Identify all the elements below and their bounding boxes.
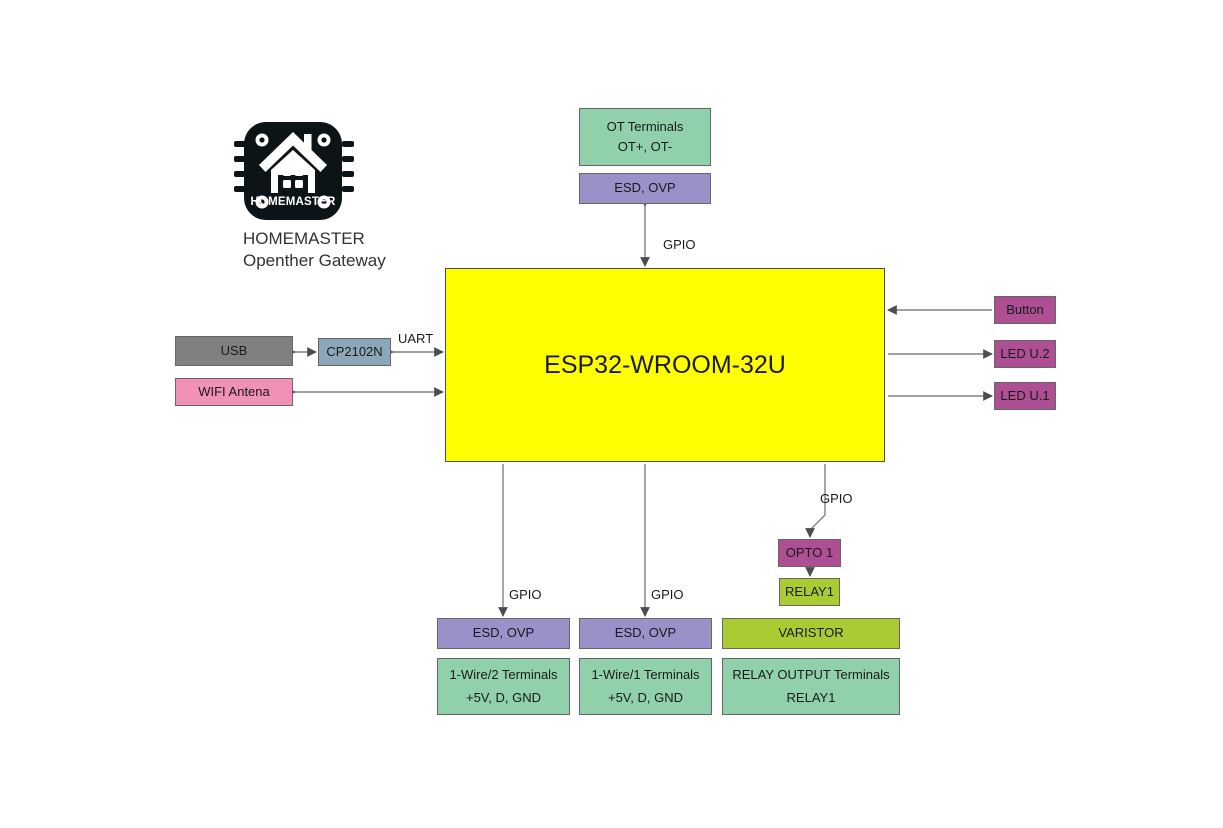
- node-varistor-label: VARISTOR: [778, 625, 844, 641]
- node-1wire-2-terminals-line1: 1-Wire/2 Terminals: [449, 666, 558, 682]
- edge-label-gpio-bottom-left: GPIO: [509, 587, 542, 602]
- node-relay-output-terminals-line2: RELAY1: [786, 689, 836, 705]
- node-cp2102n[interactable]: CP2102N: [318, 338, 391, 366]
- logo-caption-line1: HOMEMASTER: [243, 229, 365, 248]
- node-1wire-1-terminals[interactable]: 1-Wire/1 Terminals +5V, D, GND: [579, 658, 712, 715]
- node-usb[interactable]: USB: [175, 336, 293, 366]
- node-led-u2[interactable]: LED U.2: [994, 340, 1056, 368]
- node-wifi-antena-label: WIFI Antena: [198, 383, 270, 399]
- homemaster-logo: HOMEMASTER: [232, 113, 356, 225]
- logo-caption-line2: Openther Gateway: [243, 251, 386, 271]
- edge-gpio-opto: [805, 464, 826, 538]
- node-ot-terminals-line2: OT+, OT-: [617, 139, 673, 154]
- node-1wire-2-terminals[interactable]: 1-Wire/2 Terminals +5V, D, GND: [437, 658, 570, 715]
- node-esd-ovp-bottom-left-label: ESD, OVP: [472, 625, 535, 641]
- node-esd-ovp-top-label: ESD, OVP: [614, 180, 676, 196]
- node-esd-ovp-bottom-mid-label: ESD, OVP: [614, 625, 677, 641]
- node-button-label: Button: [1006, 301, 1044, 317]
- node-led-u1-label: LED U.1: [1000, 387, 1050, 403]
- logo-caption: HOMEMASTER Openther Gateway: [243, 228, 473, 273]
- node-led-u2-label: LED U.2: [1000, 345, 1050, 361]
- edge-label-gpio-bottom-mid: GPIO: [651, 587, 684, 602]
- node-relay-output-terminals[interactable]: RELAY OUTPUT Terminals RELAY1: [722, 658, 900, 715]
- node-esd-ovp-bottom-mid[interactable]: ESD, OVP: [579, 618, 712, 649]
- node-esd-ovp-top[interactable]: ESD, OVP: [579, 173, 711, 204]
- node-relay1[interactable]: RELAY1: [779, 578, 840, 606]
- node-opto-1-label: OPTO 1: [785, 544, 834, 560]
- node-button[interactable]: Button: [994, 296, 1056, 324]
- node-esp32-label: ESP32-WROOM-32U: [544, 350, 786, 379]
- edge-label-gpio-opto: GPIO: [820, 491, 853, 506]
- node-relay1-label: RELAY1: [785, 583, 834, 599]
- node-esd-ovp-bottom-left[interactable]: ESD, OVP: [437, 618, 570, 649]
- node-1wire-2-terminals-line2: +5V, D, GND: [465, 689, 542, 705]
- homemaster-chip-house-icon: HOMEMASTER: [234, 122, 354, 220]
- node-varistor[interactable]: VARISTOR: [722, 618, 900, 649]
- node-ot-terminals[interactable]: OT Terminals OT+, OT-: [579, 108, 711, 166]
- node-cp2102n-label: CP2102N: [326, 343, 383, 359]
- node-relay-output-terminals-line1: RELAY OUTPUT Terminals: [732, 666, 890, 682]
- node-1wire-1-terminals-line2: +5V, D, GND: [607, 689, 684, 705]
- logo-wordmark: HOMEMASTER: [250, 196, 336, 208]
- node-1wire-1-terminals-line1: 1-Wire/1 Terminals: [591, 666, 700, 682]
- node-led-u1[interactable]: LED U.1: [994, 382, 1056, 410]
- node-wifi-antena[interactable]: WIFI Antena: [175, 378, 293, 406]
- edge-label-uart: UART: [398, 331, 434, 346]
- node-ot-terminals-line1: OT Terminals: [606, 118, 684, 134]
- node-usb-label: USB: [220, 342, 248, 358]
- node-opto-1[interactable]: OPTO 1: [778, 539, 841, 567]
- node-esp32-wroom-32u[interactable]: ESP32-WROOM-32U: [445, 268, 885, 462]
- edge-label-gpio-top: GPIO: [663, 237, 696, 252]
